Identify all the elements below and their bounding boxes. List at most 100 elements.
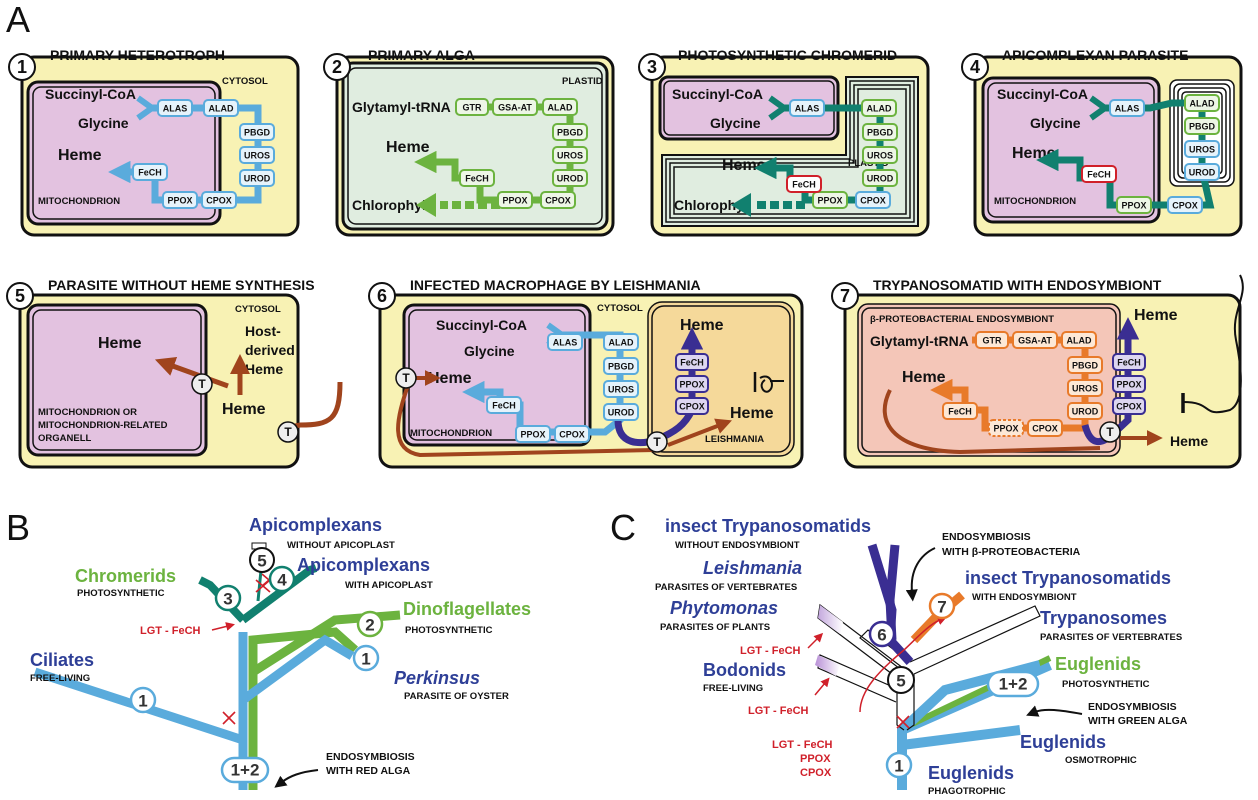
enzyme-box-pbgd — [239, 123, 275, 141]
chlorophyl-label: Chlorophyl — [352, 197, 426, 213]
node-6: 6 — [877, 626, 886, 645]
glycine-label: Glycine — [1030, 115, 1081, 131]
heme-right-label: Heme — [1170, 433, 1208, 449]
enzyme-label-fech: FeCH — [492, 401, 516, 411]
enzyme-box-cpox — [855, 191, 891, 209]
panel-1-title: PRIMARY HETEROTROPH — [50, 47, 225, 63]
heme-left-label: Heme — [902, 369, 946, 386]
enzyme-box-alad — [542, 98, 578, 116]
enzyme-box-ppox — [988, 419, 1024, 437]
enzyme-label-alad: ALAD — [1067, 336, 1092, 346]
enzyme-label-fech: FeCH — [680, 358, 704, 368]
enzyme-label-alad: ALAD — [1190, 99, 1215, 109]
trypanosomes-sub: PARASITES OF VERTEBRATES — [1040, 632, 1182, 643]
enzyme-box-alad — [1184, 94, 1220, 112]
panel-7-number: 7 — [840, 286, 850, 306]
heme-top-label: Heme — [680, 317, 724, 334]
enzyme-label-fech: FeCH — [1087, 170, 1111, 180]
ciliates-label: Ciliates — [30, 650, 94, 670]
leishmania-sub: PARASITES OF VERTEBRATES — [655, 582, 797, 593]
glycine-label: Glycine — [78, 115, 129, 131]
enzyme-box-gsaat — [492, 98, 538, 116]
enzyme-label-urod: UROD — [1072, 407, 1099, 417]
enzyme-box-fech — [942, 402, 978, 420]
enzyme-box-ppox — [162, 191, 198, 209]
glycine-label: Glycine — [710, 115, 761, 131]
enzyme-label-pbgd: PBGD — [1189, 122, 1216, 132]
enzyme-label-alas: ALAS — [553, 338, 578, 348]
enzyme-label-ppox: PPOX — [1116, 380, 1141, 390]
enzyme-box-uros — [862, 146, 898, 164]
enzyme-box-gtr — [455, 98, 489, 116]
enzyme-label-alas: ALAS — [795, 104, 820, 114]
enzyme-box-urod — [603, 403, 639, 421]
enzyme-box-uros — [552, 146, 588, 164]
enzyme-box-pbgd — [603, 357, 639, 375]
glutamyl-trna-label: Glytamyl-tRNA — [352, 99, 451, 115]
heme-label: Heme — [1012, 145, 1056, 162]
enzyme-label-urod: UROD — [557, 174, 584, 184]
leishmania-label: LEISHMANIA — [705, 434, 764, 445]
enzyme-label-gtr: GTR — [983, 336, 1002, 346]
heme-top-label: Heme — [1134, 307, 1178, 324]
enzyme-box-urod — [552, 169, 588, 187]
panel-7-title: TRYPANOSOMATID WITH ENDOSYMBIONT — [873, 277, 1162, 293]
heme-right-label: Heme — [730, 405, 774, 422]
endosymbiosis-green-line2: WITH GREEN ALGA — [1088, 715, 1188, 727]
panel-c-tree: 1 5 6 7 1+2 insect Trypanosomatids WITHO… — [655, 516, 1188, 797]
enzyme-box-alad — [603, 333, 639, 351]
enzyme-box-alad — [861, 99, 897, 117]
enzyme-label-alad: ALAD — [548, 103, 573, 113]
enzyme-boxes: ALAS ALAD PBGD UROS UROD CPOX PPOX FeCH GTR GSA-A… — [132, 94, 1220, 443]
enzyme-label-ppox: PPOX — [817, 196, 842, 206]
endosymbiosis-green-line1: ENDOSYMBIOSIS — [1088, 701, 1177, 713]
panel-3-number: 3 — [647, 57, 657, 77]
endosymbiosis-beta-line2: WITH β-PROTEOBACTERIA — [942, 546, 1081, 558]
enzyme-box-urod — [1184, 163, 1220, 181]
plastid-label: PLASTID — [562, 76, 603, 87]
enzyme-label-uros: UROS — [608, 385, 634, 395]
enzyme-box-fech — [132, 163, 168, 181]
mitochondrion-label: MITOCHONDRION — [994, 196, 1076, 207]
enzyme-label-pbgd: PBGD — [867, 128, 894, 138]
euglenids-phagotrophic-label: Euglenids — [928, 763, 1014, 783]
host-derived-line1: Host- — [245, 323, 281, 339]
chromerids-label: Chromerids — [75, 566, 176, 586]
endosymbiosis-red-line1: ENDOSYMBIOSIS — [326, 751, 415, 763]
enzyme-label-cpox: CPOX — [545, 196, 571, 206]
endosymbiosis-red-line2: WITH RED ALGA — [326, 765, 411, 777]
enzyme-label-alad: ALAD — [867, 104, 892, 114]
panel-6-number: 6 — [377, 286, 387, 306]
enzyme-label-pbgd: PBGD — [608, 362, 635, 372]
transporter-t: T — [653, 435, 661, 449]
organelle-label-line1: MITOCHONDRION OR — [38, 407, 137, 418]
node-1-plus-2: 1+2 — [999, 675, 1028, 694]
insect-trypanosomatids-2-sub: WITH ENDOSYMBIONT — [972, 592, 1077, 603]
enzyme-label-cpox: CPOX — [1116, 402, 1142, 412]
enzyme-box-alas — [789, 99, 825, 117]
enzyme-box-cpox — [554, 425, 590, 443]
bodonids-sub: FREE-LIVING — [703, 683, 763, 694]
enzyme-label-cpox: CPOX — [1032, 424, 1058, 434]
enzyme-box-ppox — [675, 375, 709, 393]
enzyme-box-ppox — [497, 191, 533, 209]
enzyme-label-alas: ALAS — [163, 104, 188, 114]
transporter-t: T — [1106, 425, 1114, 439]
succinyl-coa-label: Succinyl-CoA — [997, 86, 1088, 102]
enzyme-label-urod: UROD — [244, 174, 271, 184]
euglenids-photosynthetic-label: Euglenids — [1055, 654, 1141, 674]
trypanosomes-label: Trypanosomes — [1040, 608, 1167, 628]
heme-label: Heme — [428, 370, 472, 387]
enzyme-label-urod: UROD — [867, 174, 894, 184]
enzyme-label-uros: UROS — [1072, 384, 1098, 394]
enzyme-label-gsaat: GSA-AT — [498, 103, 532, 113]
enzyme-label-alad: ALAD — [209, 104, 234, 114]
endosymbiosis-beta-line1: ENDOSYMBIOSIS — [942, 531, 1031, 543]
enzyme-box-urod — [862, 169, 898, 187]
enzyme-box-fech — [459, 169, 495, 187]
ciliates-sub: FREE-LIVING — [30, 673, 90, 684]
enzyme-box-cpox — [675, 397, 709, 415]
enzyme-label-fech: FeCH — [1117, 358, 1141, 368]
enzyme-box-alad — [203, 99, 239, 117]
